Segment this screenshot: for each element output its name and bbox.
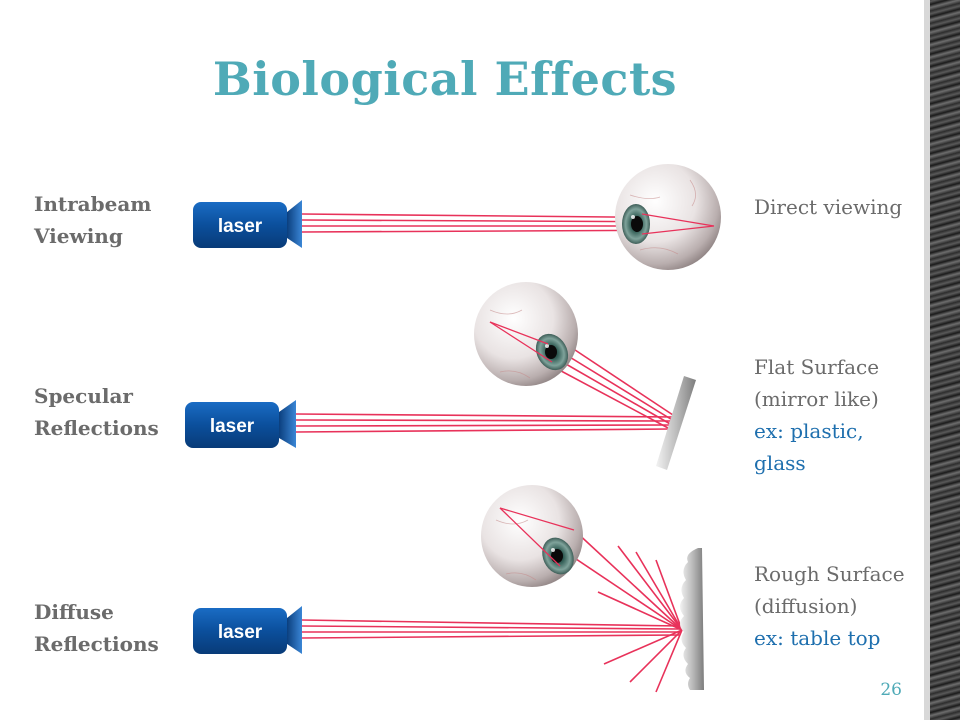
desc-line: (mirror like) <box>754 387 879 411</box>
beam-lines <box>301 507 683 693</box>
label-line: Intrabeam <box>34 192 152 216</box>
eye-icon <box>481 485 583 587</box>
decorative-border-edge <box>924 0 930 720</box>
eye-icon <box>474 282 578 386</box>
desc-line: (diffusion) <box>754 594 858 618</box>
example-line: ex: plastic, <box>754 419 864 443</box>
label-diffuse: Diffuse Reflections <box>34 596 159 660</box>
example-line: glass <box>754 451 806 475</box>
illustration: laser laser <box>185 164 721 693</box>
label-line: Reflections <box>34 632 159 656</box>
laser-device-icon: laser <box>193 200 302 248</box>
laser-label: laser <box>218 216 263 237</box>
eye-icon <box>615 164 721 270</box>
laser-label: laser <box>210 416 255 437</box>
desc-rough: Rough Surface (diffusion) ex: table top <box>754 558 905 654</box>
decorative-border <box>924 0 960 720</box>
slide-title: Biological Effects <box>212 52 678 106</box>
desc-line: Flat Surface <box>754 355 880 379</box>
laser-device-icon: laser <box>185 400 296 448</box>
laser-label: laser <box>218 622 263 643</box>
rough-surface-icon <box>680 548 704 690</box>
desc-line: Direct viewing <box>754 195 903 219</box>
desc-flat: Flat Surface (mirror like) ex: plastic, … <box>754 351 879 479</box>
label-line: Viewing <box>34 224 123 248</box>
label-specular: Specular Reflections <box>34 380 159 444</box>
label-line: Specular <box>34 384 133 408</box>
label-line: Diffuse <box>34 600 114 624</box>
label-line: Reflections <box>34 416 159 440</box>
eye-internal-rays <box>489 321 553 363</box>
desc-direct: Direct viewing <box>754 191 902 223</box>
slide-number: 26 <box>880 680 902 700</box>
desc-line: Rough Surface <box>754 562 905 586</box>
example-line: ex: table top <box>754 626 881 650</box>
eye-internal-rays <box>641 213 715 235</box>
flat-mirror-icon <box>656 376 696 470</box>
laser-device-icon: laser <box>193 606 302 654</box>
beam-lines <box>295 339 677 433</box>
label-intrabeam: Intrabeam Viewing <box>34 188 151 252</box>
eye-internal-rays <box>499 507 575 567</box>
